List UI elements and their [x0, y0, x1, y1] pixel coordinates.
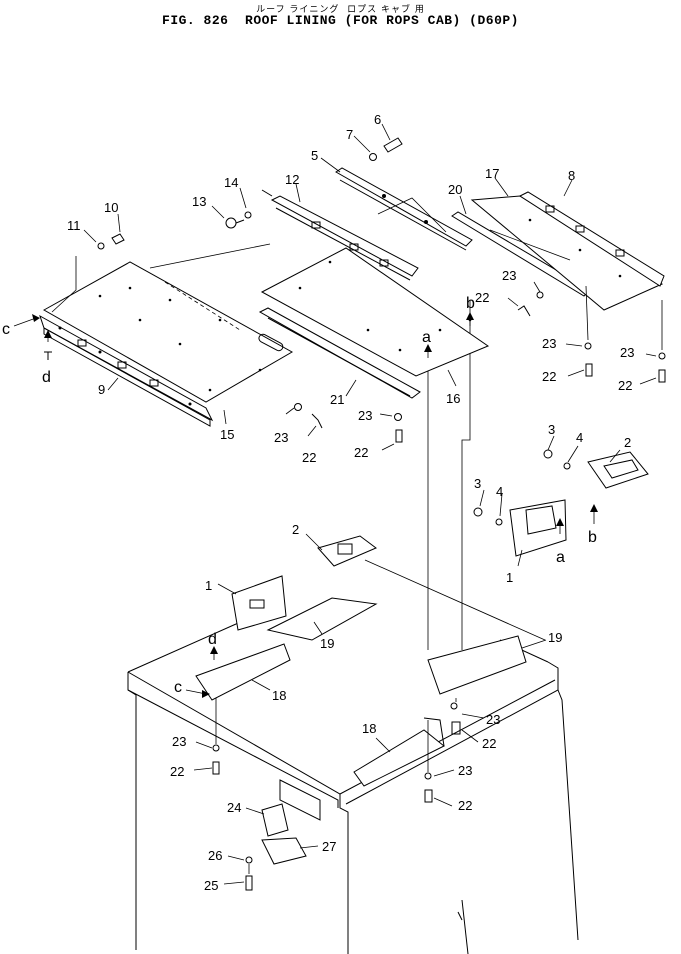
callout-7: 7	[346, 127, 353, 142]
callout-2a: 2	[624, 435, 631, 450]
reference-letters: a b c d a b d c	[2, 295, 597, 696]
callout-13: 13	[192, 194, 206, 209]
callout-20: 20	[448, 182, 462, 197]
callout-9: 9	[98, 382, 105, 397]
callout-22h: 22	[458, 798, 472, 813]
leader-lines	[51, 123, 663, 885]
callout-23e: 23	[620, 345, 634, 360]
callout-4b: 4	[496, 484, 503, 499]
callout-22c: 22	[354, 445, 368, 460]
callout-5: 5	[311, 148, 318, 163]
rail-12	[261, 189, 419, 281]
roof-panel-15	[42, 243, 294, 403]
hardware-top	[44, 137, 666, 443]
callout-labels: 6 7 5 17 8 20 14 12 13 10 11 23 22 9 15 …	[67, 112, 634, 893]
ref-c-cab: c	[174, 679, 182, 696]
callout-23b: 23	[274, 430, 288, 445]
callout-22f: 22	[170, 764, 184, 779]
callout-2b: 2	[292, 522, 299, 537]
callout-18a: 18	[272, 688, 286, 703]
callout-3a: 3	[548, 422, 555, 437]
figure-subtitle-jp: ルーフ ライニング ロプス キャブ 用	[256, 5, 425, 15]
callout-4a: 4	[576, 430, 583, 445]
callout-26: 26	[208, 848, 222, 863]
callout-23h: 23	[458, 763, 472, 778]
hardware-bottom	[212, 702, 461, 891]
reference-arrows	[13, 312, 598, 698]
callout-8: 8	[568, 168, 575, 183]
ref-a-bracket: a	[556, 549, 565, 566]
callout-19b: 19	[548, 630, 562, 645]
callout-14: 14	[224, 175, 238, 190]
rail-9	[39, 314, 214, 427]
callout-15: 15	[220, 427, 234, 442]
bracket-assembly-center	[231, 535, 378, 641]
ref-b-bracket: b	[588, 529, 597, 546]
callout-12: 12	[285, 172, 299, 187]
callout-10: 10	[104, 200, 118, 215]
roof-panel-16	[260, 247, 490, 377]
callout-17: 17	[485, 166, 499, 181]
callout-11: 11	[67, 218, 81, 233]
callout-27: 27	[322, 839, 336, 854]
ref-c-left: c	[2, 321, 10, 338]
ref-d-left: d	[42, 369, 51, 386]
callout-23f: 23	[172, 734, 186, 749]
callout-22g: 22	[482, 736, 496, 751]
figure-title: FIG. 826 ROOF LINING (FOR ROPS CAB) (D60…	[162, 13, 519, 28]
rail-8	[518, 191, 665, 287]
callout-1b: 1	[205, 578, 212, 593]
callout-19a: 19	[320, 636, 334, 651]
callout-22e: 22	[618, 378, 632, 393]
ref-a-top: a	[422, 329, 431, 346]
callout-22a: 22	[475, 290, 489, 305]
callout-24: 24	[227, 800, 241, 815]
callout-25: 25	[204, 878, 218, 893]
cab-body	[127, 617, 579, 954]
callout-6: 6	[374, 112, 381, 127]
callout-21: 21	[330, 392, 344, 407]
callout-23g: 23	[486, 712, 500, 727]
rail-5	[335, 167, 473, 251]
callout-16: 16	[446, 391, 460, 406]
callout-23a: 23	[502, 268, 516, 283]
callout-18b: 18	[362, 721, 376, 736]
ref-b-top: b	[466, 295, 475, 312]
callout-3b: 3	[474, 476, 481, 491]
bracket-19-right	[427, 635, 527, 695]
callout-1a: 1	[506, 570, 513, 585]
ref-d-cab: d	[208, 631, 217, 648]
callout-23c: 23	[358, 408, 372, 423]
bracket-assembly-right	[473, 449, 649, 557]
roof-panel-17	[470, 195, 664, 311]
callout-22d: 22	[542, 369, 556, 384]
callout-22b: 22	[302, 450, 316, 465]
callout-23d: 23	[542, 336, 556, 351]
bracket-18-left	[195, 643, 291, 701]
